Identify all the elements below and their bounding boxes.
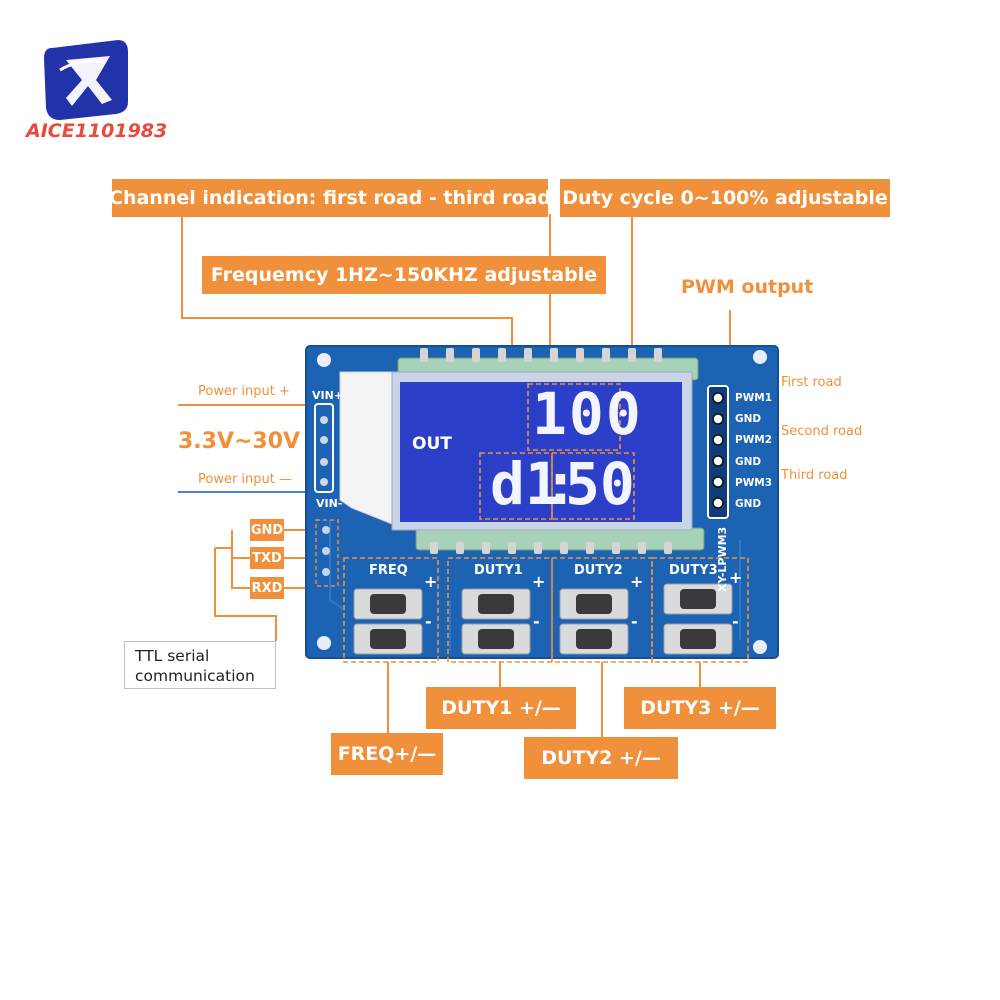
- silk-pwm1: PWM1: [735, 392, 773, 404]
- brand-logo-icon: [44, 40, 128, 120]
- label-power-input-plus: Power input +: [198, 384, 290, 399]
- lcd-value-digits: 50: [565, 450, 635, 518]
- label-power-input-minus: Power input —: [198, 472, 293, 487]
- silk-freq: FREQ: [369, 563, 408, 578]
- lcd-channel-digits: d1: [490, 450, 560, 518]
- pcb-board: [305, 345, 779, 663]
- silk-freq-minus: -: [425, 612, 432, 631]
- callout-rxd: RXD: [250, 577, 284, 599]
- lcd-out-label: OUT: [412, 434, 452, 454]
- tactile-buttons: [353, 583, 733, 655]
- callout-frequency: Frequemcy 1HZ~150KHZ adjustable: [202, 256, 606, 294]
- callout-duty1: DUTY1 +/—: [426, 687, 576, 729]
- ttl-line-1: TTL serial: [135, 647, 210, 665]
- label-pwm-output: PWM output: [681, 276, 814, 298]
- lcd-colon: :: [543, 450, 578, 518]
- silk-duty2-minus: -: [631, 612, 638, 631]
- silk-duty3-plus: +: [729, 568, 743, 587]
- lcd-top-digits: 100: [532, 380, 643, 448]
- silk-pwm3: PWM3: [735, 477, 773, 489]
- callout-txd: TXD: [250, 547, 284, 569]
- silk-gnd-2: GND: [735, 456, 762, 468]
- callout-channel-indication: Channel indication: first road - third r…: [109, 179, 551, 217]
- callout-duty2: DUTY2 +/—: [524, 737, 678, 779]
- silk-duty2-plus: +: [630, 572, 644, 591]
- callout-gnd: GND: [250, 519, 284, 541]
- lcd-panel: [400, 382, 682, 522]
- silk-pwm2: PWM2: [735, 434, 773, 446]
- silk-duty3: DUTY3: [669, 563, 718, 578]
- callout-freq: FREQ+/—: [331, 733, 443, 775]
- silk-duty3-minus: -: [732, 612, 739, 631]
- silk-freq-plus: +: [424, 572, 438, 591]
- silk-model: XY-LPWM3: [716, 526, 729, 592]
- silk-duty1: DUTY1: [474, 563, 523, 578]
- ttl-serial-box: TTL serial communication: [124, 641, 276, 689]
- label-voltage-range: 3.3V~30V: [178, 429, 301, 454]
- silk-vin-plus: VIN+: [312, 389, 344, 402]
- callout-duty-cycle: Duty cycle 0~100% adjustable: [560, 179, 890, 217]
- silk-duty2: DUTY2: [574, 563, 623, 578]
- label-first-road: First road: [781, 375, 842, 390]
- silk-gnd-1: GND: [735, 413, 762, 425]
- silk-vin-minus: VIN-: [316, 497, 343, 510]
- brand-logo-text: AICE1101983: [26, 120, 168, 142]
- silk-duty1-plus: +: [532, 572, 546, 591]
- label-third-road: Third road: [781, 468, 848, 483]
- label-second-road: Second road: [781, 424, 863, 439]
- silk-gnd-3: GND: [735, 498, 762, 510]
- callout-duty3: DUTY3 +/—: [624, 687, 776, 729]
- ttl-line-2: communication: [135, 667, 255, 685]
- silk-duty1-minus: -: [533, 612, 540, 631]
